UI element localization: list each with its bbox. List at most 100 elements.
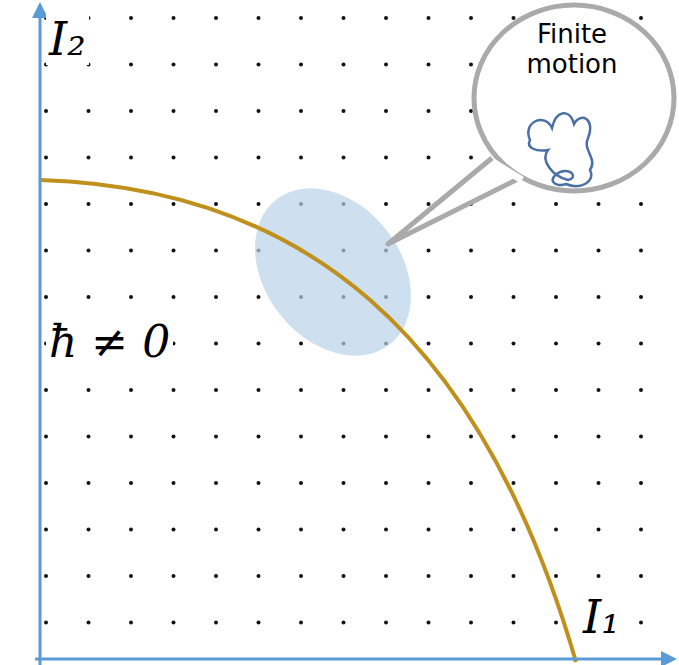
lattice-dot	[427, 16, 431, 20]
lattice-dot	[299, 528, 303, 532]
lattice-dot	[87, 388, 91, 392]
lattice-dot	[172, 63, 176, 67]
lattice-dot	[87, 295, 91, 299]
lattice-dot	[87, 528, 91, 532]
lattice-dot	[87, 156, 91, 160]
lattice-dot	[342, 528, 346, 532]
lattice-dot	[257, 481, 261, 485]
lattice-dot	[384, 481, 388, 485]
lattice-dot	[44, 621, 48, 625]
lattice-dot	[299, 16, 303, 20]
lattice-dot	[44, 481, 48, 485]
lattice-dot	[129, 16, 133, 20]
lattice-dot	[512, 342, 516, 346]
lattice-dot	[44, 249, 48, 253]
lattice-dot	[512, 435, 516, 439]
lattice-dot	[44, 295, 48, 299]
lattice-dot	[427, 435, 431, 439]
lattice-dot	[469, 342, 473, 346]
lattice-dot	[257, 16, 261, 20]
lattice-dot	[172, 249, 176, 253]
lattice-dot	[469, 481, 473, 485]
lattice-dot	[342, 481, 346, 485]
lattice-dot	[257, 574, 261, 578]
lattice-dot	[342, 109, 346, 113]
lattice-dot	[299, 342, 303, 346]
lattice-dot	[384, 63, 388, 67]
lattice-dot	[214, 481, 218, 485]
lattice-dot	[427, 342, 431, 346]
lattice-dot	[87, 481, 91, 485]
lattice-dot	[172, 16, 176, 20]
lattice-dot	[427, 574, 431, 578]
lattice-dot	[597, 574, 601, 578]
callout-bubble: Finite motion	[497, 20, 647, 80]
lattice-dot	[172, 528, 176, 532]
lattice-dot	[597, 435, 601, 439]
lattice-dot	[214, 528, 218, 532]
lattice-dot	[172, 435, 176, 439]
lattice-dot	[597, 528, 601, 532]
lattice-dot	[129, 435, 133, 439]
lattice-dot	[427, 249, 431, 253]
lattice-dot	[469, 435, 473, 439]
lattice-dot	[214, 388, 218, 392]
lattice-dot	[639, 621, 643, 625]
lattice-dot	[214, 621, 218, 625]
lattice-dot	[87, 109, 91, 113]
lattice-dot	[129, 202, 133, 206]
speech-bubble	[474, 5, 674, 191]
lattice-dot	[384, 16, 388, 20]
lattice-dot	[299, 435, 303, 439]
lattice-dot	[172, 621, 176, 625]
lattice-dot	[87, 249, 91, 253]
lattice-dot	[257, 435, 261, 439]
lattice-dot	[639, 435, 643, 439]
lattice-dot	[427, 481, 431, 485]
lattice-dot	[129, 109, 133, 113]
lattice-dot	[384, 621, 388, 625]
callout-text: Finite motion	[497, 20, 647, 80]
lattice-dot	[597, 481, 601, 485]
lattice-dot	[129, 156, 133, 160]
lattice-dot	[554, 342, 558, 346]
lattice-dot	[172, 109, 176, 113]
lattice-dot	[427, 109, 431, 113]
lattice-dot	[87, 202, 91, 206]
lattice-dot	[469, 574, 473, 578]
lattice-dot	[469, 388, 473, 392]
lattice-dot	[172, 481, 176, 485]
lattice-dot	[427, 388, 431, 392]
lattice-dot	[214, 63, 218, 67]
lattice-dot	[342, 574, 346, 578]
x-axis	[35, 658, 664, 661]
lattice-dot	[342, 388, 346, 392]
lattice-dot	[639, 481, 643, 485]
lattice-dot	[639, 249, 643, 253]
lattice-dot	[257, 388, 261, 392]
lattice-dot	[512, 528, 516, 532]
lattice-dot	[384, 109, 388, 113]
lattice-dot	[214, 156, 218, 160]
lattice-dot	[172, 388, 176, 392]
lattice-dot	[469, 295, 473, 299]
lattice-dot	[639, 574, 643, 578]
lattice-dot	[342, 156, 346, 160]
lattice-dot	[129, 249, 133, 253]
lattice-dot	[554, 388, 558, 392]
lattice-dot	[384, 574, 388, 578]
lattice-dot	[427, 295, 431, 299]
lattice-dot	[342, 63, 346, 67]
lattice-dot	[554, 202, 558, 206]
lattice-dot	[44, 435, 48, 439]
lattice-dot	[512, 388, 516, 392]
lattice-dot	[639, 342, 643, 346]
quantum-label: ħ ≠ 0	[46, 318, 173, 366]
lattice-dot	[299, 621, 303, 625]
lattice-dot	[427, 156, 431, 160]
lattice-dot	[597, 202, 601, 206]
axis-label: I₁	[580, 592, 623, 643]
lattice-dot	[427, 63, 431, 67]
lattice-dot	[257, 342, 261, 346]
lattice-dot	[87, 435, 91, 439]
